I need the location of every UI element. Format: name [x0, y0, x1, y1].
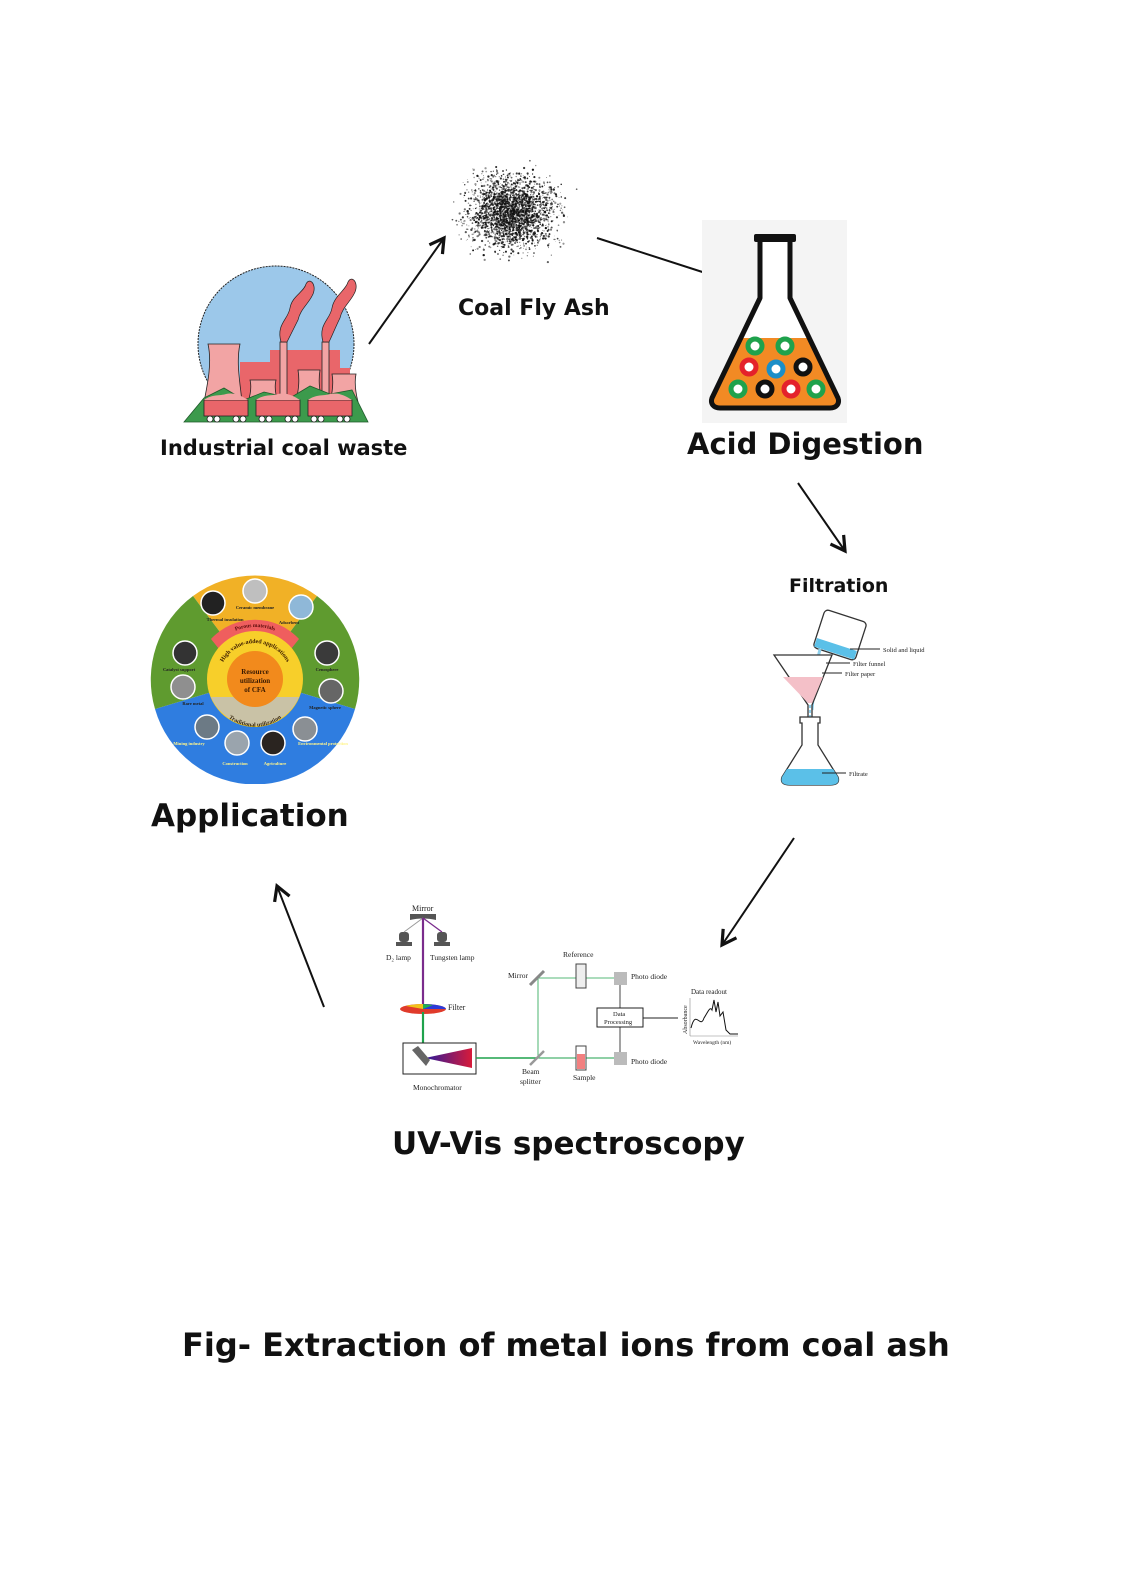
- label-filtrate: Filtrate: [849, 771, 868, 778]
- figure-caption: Fig- Extraction of metal ions from coal …: [182, 1326, 950, 1364]
- arrow-ash-to-acid: [596, 237, 725, 283]
- step-label-industrial: Industrial coal waste: [160, 436, 408, 460]
- wheel-item-mining: Mining industry: [173, 741, 205, 746]
- power-plant-icon: [180, 265, 370, 427]
- label-photo-diode-top: Photo diode: [631, 972, 668, 981]
- label-filter-funnel: Filter funnel: [853, 661, 886, 668]
- arrow-acid-to-filtration: [797, 482, 847, 554]
- wheel-ring-porous: Porous materials: [234, 623, 276, 633]
- label-beam-splitter-1: Beam: [522, 1067, 540, 1076]
- label-monochromator: Monochromator: [413, 1083, 462, 1092]
- wheel-item-construction: Construction: [222, 761, 248, 766]
- step-label-filtration: Filtration: [789, 575, 889, 597]
- arrow-industrial-to-ash: [368, 235, 446, 345]
- wheel-item-agriculture: Agriculture: [264, 761, 286, 766]
- label-wavelength: Wavelength (nm): [693, 1039, 731, 1046]
- label-filter: Filter: [448, 1003, 466, 1012]
- label-d2-lamp: D₂ lamp: [386, 953, 411, 962]
- wheel-item-adsorbent: Adsorbent: [279, 620, 300, 625]
- label-data-readout: Data readout: [691, 988, 727, 996]
- wheel-item-cenosphere: Cenosphere: [316, 667, 339, 672]
- erlenmeyer-flask-icon: [709, 234, 841, 411]
- spectrophotometer-schematic-icon: Mirror D₂ lamp Tungsten lamp Filter Mono…: [386, 904, 738, 1092]
- wheel-item-environmental: Environmental protection: [298, 741, 348, 746]
- label-filter-paper: Filter paper: [845, 671, 876, 678]
- wheel-item-magnetic: Magnetic sphere: [309, 705, 341, 710]
- wheel-item-thermal: Thermal insulation: [207, 617, 244, 622]
- label-mirror-top: Mirror: [412, 904, 434, 913]
- label-reference: Reference: [563, 950, 594, 959]
- arrow-uvvis-to-application: [273, 882, 325, 1008]
- wheel-item-rare-metal: Rare metal: [182, 701, 204, 706]
- label-photo-diode-bottom: Photo diode: [631, 1057, 668, 1066]
- cfa-utilization-wheel-icon: Resource utilization of CFA High value-a…: [150, 575, 360, 784]
- label-data-processing-2: Processing: [604, 1019, 633, 1026]
- wheel-center-2: utilization: [240, 677, 270, 685]
- label-tungsten-lamp: Tungsten lamp: [430, 953, 475, 962]
- arrow-filtration-to-uvvis: [720, 837, 795, 948]
- label-beam-splitter-2: splitter: [520, 1077, 541, 1086]
- label-data-processing-1: Data: [613, 1011, 625, 1018]
- svg-text:Porous materials: Porous materials: [234, 623, 276, 633]
- ash-particles-icon: [451, 159, 578, 264]
- label-mirror-side: Mirror: [508, 971, 528, 980]
- step-label-application: Application: [151, 798, 349, 834]
- step-label-fly-ash: Coal Fly Ash: [458, 296, 610, 321]
- step-label-uvvis: UV-Vis spectroscopy: [392, 1126, 745, 1162]
- step-label-acid: Acid Digestion: [687, 427, 924, 461]
- wheel-center-1: Resource: [241, 668, 268, 676]
- filtration-setup-icon: Solid and liquid Filter funnel Filter pa…: [772, 609, 925, 786]
- label-absorbance: Absorbance: [683, 1005, 689, 1034]
- wheel-item-catalyst: Catalyst support: [163, 667, 196, 672]
- label-solid-liquid: Solid and liquid: [883, 647, 925, 654]
- wheel-item-ceramic: Ceramic membrane: [236, 605, 274, 610]
- label-sample: Sample: [573, 1073, 596, 1082]
- wheel-center-3: of CFA: [244, 686, 265, 694]
